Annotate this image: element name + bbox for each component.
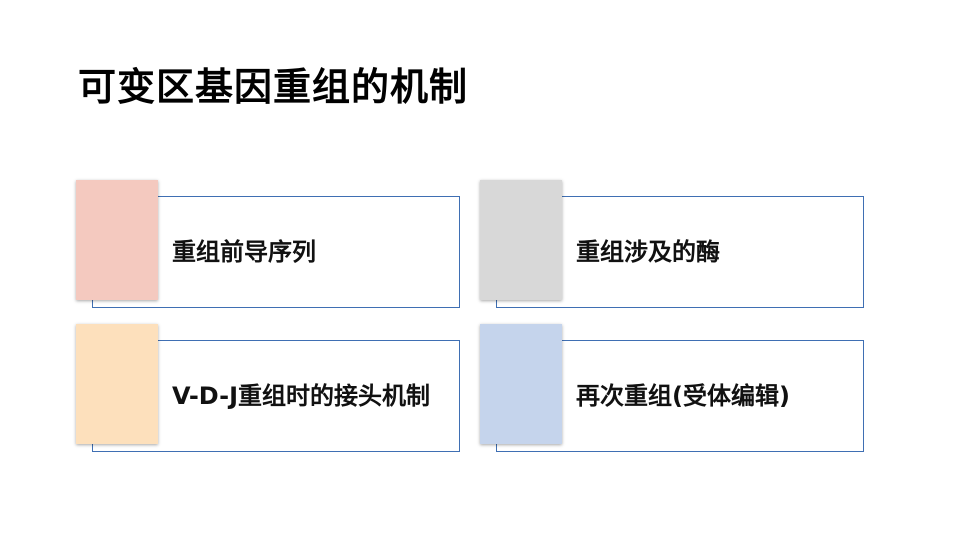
- card-label: V-D-J重组时的接头机制: [172, 382, 431, 410]
- card-label: 再次重组(受体编辑): [576, 382, 790, 410]
- card-recombination-enzymes: 重组涉及的酶: [480, 180, 868, 308]
- card-color-block: [480, 180, 562, 300]
- card-label: 重组前导序列: [172, 238, 316, 266]
- card-recombination-leader-sequence: 重组前导序列: [76, 180, 464, 308]
- card-label: 重组涉及的酶: [576, 238, 720, 266]
- card-color-block: [76, 324, 158, 444]
- slide-title: 可变区基因重组的机制: [78, 65, 469, 109]
- card-receptor-editing: 再次重组(受体编辑): [480, 324, 868, 452]
- card-color-block: [76, 180, 158, 300]
- card-vdj-junction-mechanism: V-D-J重组时的接头机制: [76, 324, 464, 452]
- card-color-block: [480, 324, 562, 444]
